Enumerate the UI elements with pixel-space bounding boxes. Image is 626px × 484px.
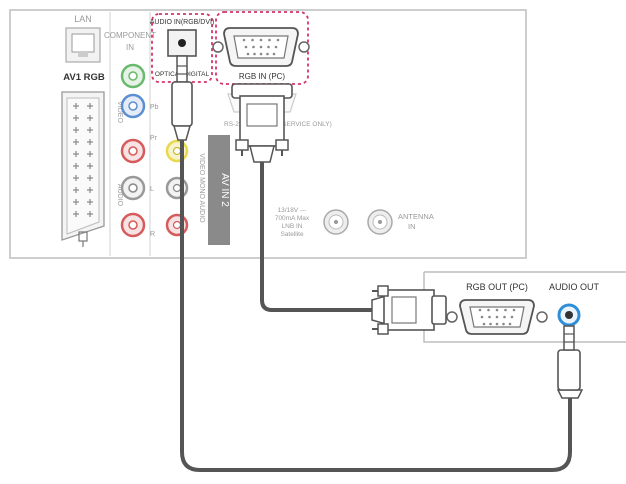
dsub-pin	[480, 315, 484, 319]
av1-rgb-label: AV1 RGB	[63, 72, 105, 83]
dsub-pin	[495, 315, 499, 319]
power-spec-line2: 700mA Max	[275, 215, 310, 222]
dsub-pin	[478, 308, 482, 312]
av-in2-label: AV IN 2	[219, 173, 230, 207]
dsub-pin	[482, 322, 486, 326]
power-spec-line3: LNB IN	[282, 223, 303, 230]
dsub-pin	[510, 315, 514, 319]
jack-l-label: L	[150, 186, 154, 193]
rgb-plug-tv	[231, 83, 293, 163]
jack-pr-label: Pr	[150, 135, 158, 142]
dsub-pin	[512, 308, 516, 312]
dsub-pin	[246, 52, 250, 56]
video-vertical-label: VIDEO	[116, 101, 123, 123]
lan-label: LAN	[74, 14, 92, 24]
dsub-pin	[253, 52, 256, 56]
dsub-pin	[242, 38, 246, 42]
dsub-pin	[259, 52, 263, 56]
jack-green	[120, 63, 146, 89]
jack-red-r	[120, 212, 146, 238]
antenna-label: ANTENNA	[398, 212, 434, 221]
dsub-pin	[487, 308, 490, 312]
dsub-pin	[274, 45, 278, 49]
power-spec-line4: Satellite	[280, 231, 304, 238]
power-spec-line1: 13/18V ---	[278, 207, 307, 214]
audio-plug-pc	[556, 325, 584, 399]
antenna-in-label: IN	[408, 222, 416, 231]
jack-white-l	[120, 175, 146, 201]
audio-out-jack	[557, 303, 581, 327]
audio-in-label: AUDIO IN(RGB/DVI)	[150, 19, 215, 26]
rgb-out-pins	[478, 308, 516, 326]
rgb-plug-pc	[371, 285, 447, 335]
dsub-pin	[259, 38, 263, 42]
dsub-pin	[503, 315, 506, 319]
dsub-pin	[508, 322, 512, 326]
rgb-cable	[260, 156, 374, 312]
dsub-pin	[252, 45, 255, 49]
dsub-pin	[268, 38, 271, 42]
lan-port	[65, 27, 101, 63]
scart-pins	[73, 103, 93, 217]
audio-vertical-label: AUDIO	[116, 184, 123, 207]
scart-connector	[61, 91, 105, 241]
jack-pb-label: Pb	[150, 104, 159, 111]
satellite-coax-jack	[323, 209, 349, 235]
av-in2-band	[208, 135, 230, 245]
dsub-pin	[276, 38, 280, 42]
component-audio-icon	[78, 231, 88, 247]
component-label: COMPONENT	[104, 31, 156, 40]
video-mono-audio-label: VIDEO MONO AUDIO	[198, 153, 205, 223]
dsub-pin	[504, 308, 507, 312]
service-only-label: (SERVICE ONLY)	[280, 121, 332, 128]
audio-cable	[180, 136, 572, 472]
dsub-pin	[244, 45, 248, 49]
audio-out-label: AUDIO OUT	[549, 282, 600, 292]
dsub-pin	[489, 322, 492, 326]
dsub-pin	[272, 52, 276, 56]
dsub-pin	[502, 322, 505, 326]
rgb-in-pins	[242, 38, 280, 56]
dsub-pin	[495, 322, 499, 326]
jack-blue	[120, 93, 146, 119]
dsub-pin	[495, 308, 499, 312]
component-in-label: IN	[126, 43, 134, 52]
rgb-in-label: RGB IN (PC)	[239, 72, 286, 81]
dsub-pin	[259, 45, 263, 49]
jack-r-label: R	[150, 231, 155, 238]
dsub-pin	[266, 52, 269, 56]
dsub-pin	[488, 315, 491, 319]
audio-in-jack	[167, 29, 197, 57]
audio-plug-tv	[171, 55, 193, 141]
dsub-pin	[267, 45, 270, 49]
rgb-out-label: RGB OUT (PC)	[466, 282, 528, 292]
antenna-coax-jack	[367, 209, 393, 235]
jack-red-pr	[120, 138, 146, 164]
dsub-pin	[251, 38, 254, 42]
